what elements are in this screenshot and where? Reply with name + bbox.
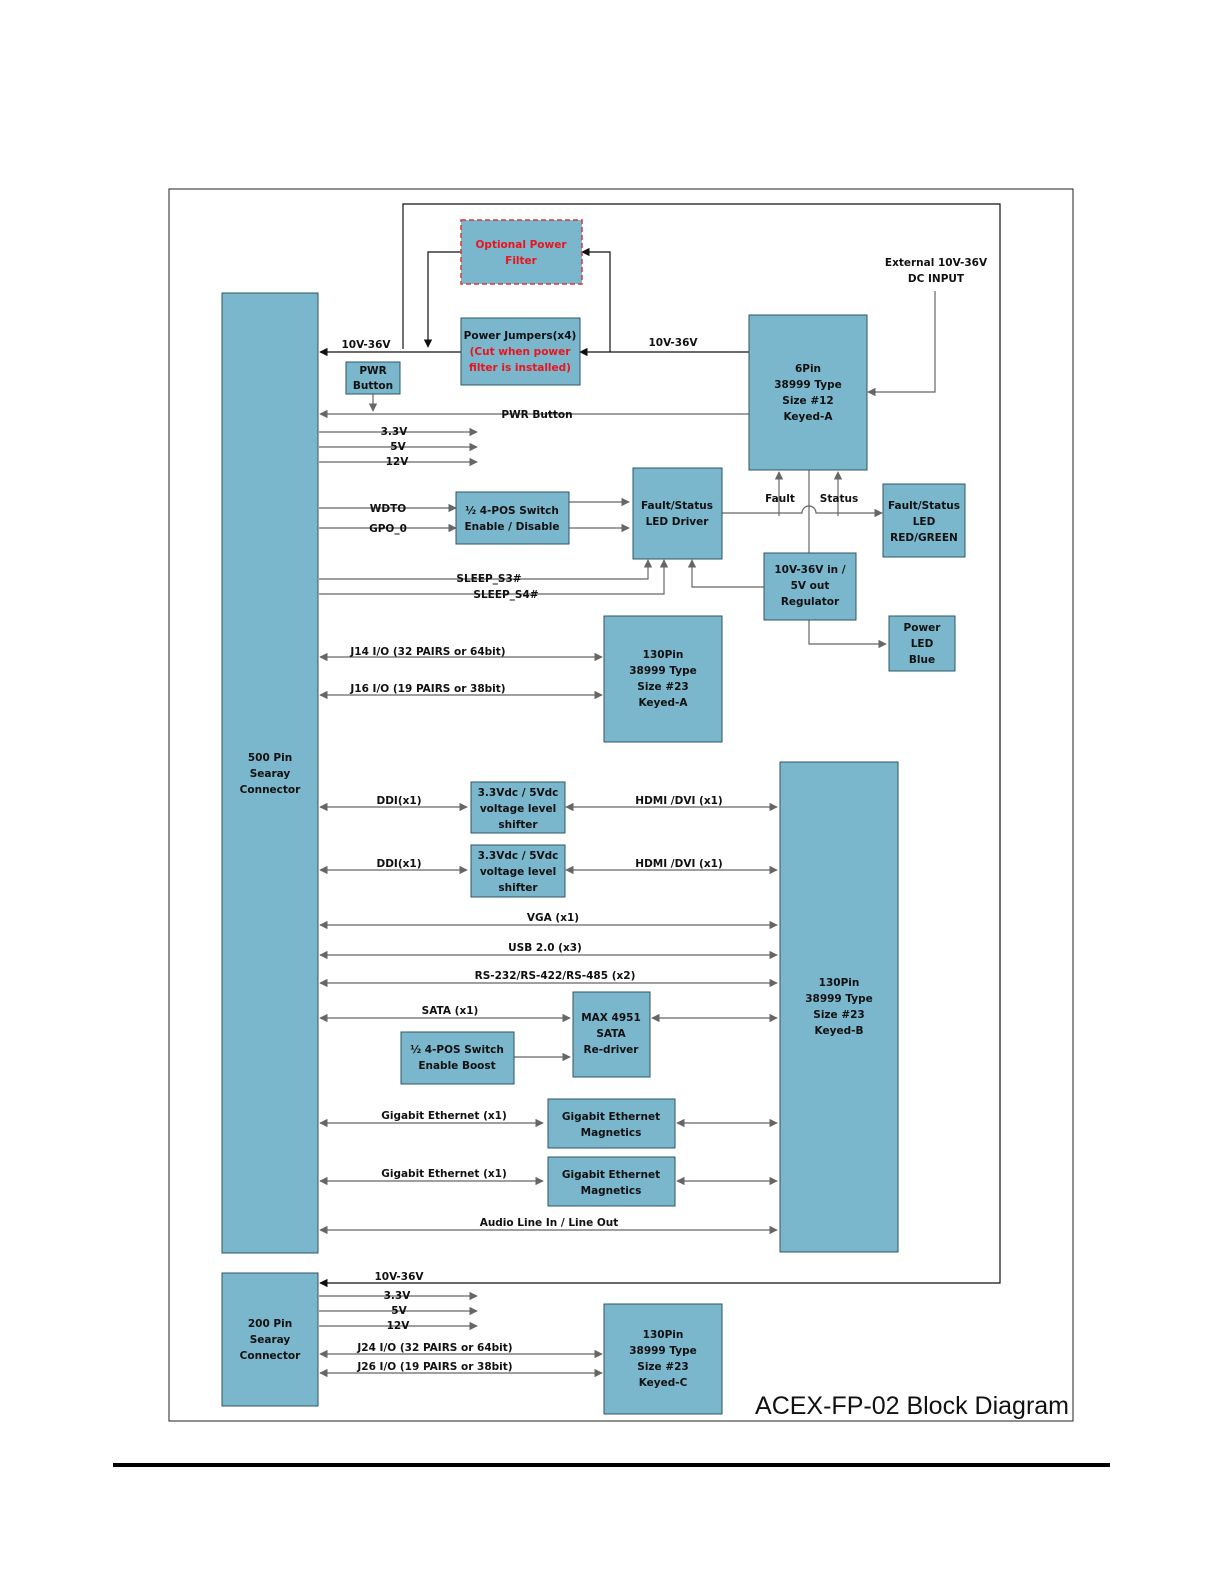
wire-sleep-s3 (319, 559, 653, 580)
wire-10v-top-loop (319, 203, 1001, 1288)
label-j14: J14 I/O (32 PAIRS or 64bit) (349, 646, 505, 658)
wire-filter-in (581, 247, 611, 352)
label-ddi-2: DDI(x1) (376, 858, 421, 870)
label-12v-b: 12V (387, 1320, 411, 1332)
label-ddi-1: DDI(x1) (376, 795, 421, 807)
label-wdto: WDTO (370, 503, 406, 515)
label-pwr-button: PWR Button (501, 409, 572, 421)
label-gbe-2: Gigabit Ethernet (x1) (381, 1168, 507, 1180)
label-10v-36v-left: 10V-36V (341, 339, 391, 351)
label-sleep-s4: SLEEP_S4# (473, 589, 538, 601)
wire-regulator-driver (687, 559, 764, 588)
label-j16: J16 I/O (19 PAIRS or 38bit) (349, 683, 505, 695)
label-10v-36v-bottom: 10V-36V (374, 1271, 424, 1283)
wire-sleep-s4 (319, 559, 669, 595)
label-rs232: RS-232/RS-422/RS-485 (x2) (475, 970, 636, 982)
label-fault: Fault (765, 493, 795, 505)
label-12v: 12V (386, 456, 410, 468)
label-hdmi-2: HDMI /DVI (x1) (635, 858, 722, 870)
diagram-frame (168, 188, 1074, 1422)
label-hdmi-1: HDMI /DVI (x1) (635, 795, 722, 807)
wire-filter-out (423, 251, 461, 348)
wire-external-input (867, 291, 936, 397)
label-j24: J24 I/O (32 PAIRS or 64bit) (356, 1342, 512, 1354)
wire-driver-fault-led (722, 505, 883, 518)
label-status: Status (820, 493, 858, 505)
label-3v3-b: 3.3V (384, 1290, 412, 1302)
label-j26: J26 I/O (19 PAIRS or 38bit) (356, 1361, 512, 1373)
label-vga: VGA (x1) (527, 912, 579, 924)
label-5v: 5V (390, 441, 406, 453)
label-usb: USB 2.0 (x3) (508, 942, 582, 954)
label-gpo0: GPO_0 (369, 523, 407, 535)
svg-text:Power Jumpers(x4): Power Jumpers(x4) (464, 330, 577, 342)
label-sata: SATA (x1) (422, 1005, 479, 1017)
label-audio: Audio Line In / Line Out (480, 1217, 619, 1229)
label-10v-36v-right: 10V-36V (648, 337, 698, 349)
page-footer-rule (113, 1463, 1110, 1467)
label-3v3: 3.3V (381, 426, 409, 438)
label-sleep-s3: SLEEP_S3# (456, 573, 521, 585)
label-gbe-1: Gigabit Ethernet (x1) (381, 1110, 507, 1122)
label-5v-b: 5V (391, 1305, 407, 1317)
wire-regulator-power-led (808, 620, 887, 649)
diagram-title: ACEX-FP-02 Block Diagram (755, 1392, 1069, 1420)
